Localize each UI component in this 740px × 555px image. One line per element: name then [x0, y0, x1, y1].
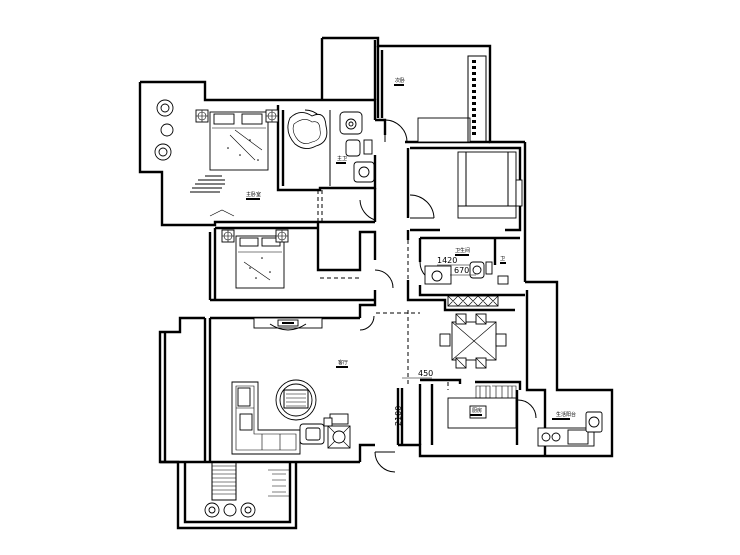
living-room-tag: 客厅: [338, 359, 348, 366]
second-bath-tag: 卫生间: [455, 247, 470, 254]
dining-area: [439, 313, 507, 369]
dim-1420: 1420: [437, 256, 457, 265]
exterior-walls: [138, 36, 614, 530]
kitchen-tag: 厨房: [472, 407, 482, 414]
second-bath: 卫生间 1420 670: [424, 247, 509, 285]
master-bath-tag: 主卫: [337, 155, 347, 162]
cabinet: [447, 295, 499, 307]
utility-tag: 生活阳台: [556, 411, 576, 418]
opening-lines: [204, 190, 449, 460]
balcony: [204, 461, 291, 518]
second-bedroom: [221, 229, 289, 289]
master-bedroom: 主卧室: [154, 99, 279, 217]
dimensions: 450 2100: [394, 369, 433, 426]
dim-450: 450: [418, 369, 433, 378]
right-bath-tag: 卫: [500, 256, 505, 262]
upper-right-bedroom: 次卧: [394, 55, 487, 143]
master-bedroom-tag: 主卧室: [246, 191, 261, 198]
dim-2100: 2100: [394, 406, 403, 426]
living-room: 客厅: [231, 317, 351, 455]
kitchen: 厨房 生活阳台: [447, 385, 603, 447]
dim-670: 670: [454, 266, 469, 275]
upper-bedroom-tag: 次卧: [395, 77, 405, 84]
master-bath: 主卫: [287, 111, 375, 183]
right-bedroom: 卫: [457, 151, 523, 264]
